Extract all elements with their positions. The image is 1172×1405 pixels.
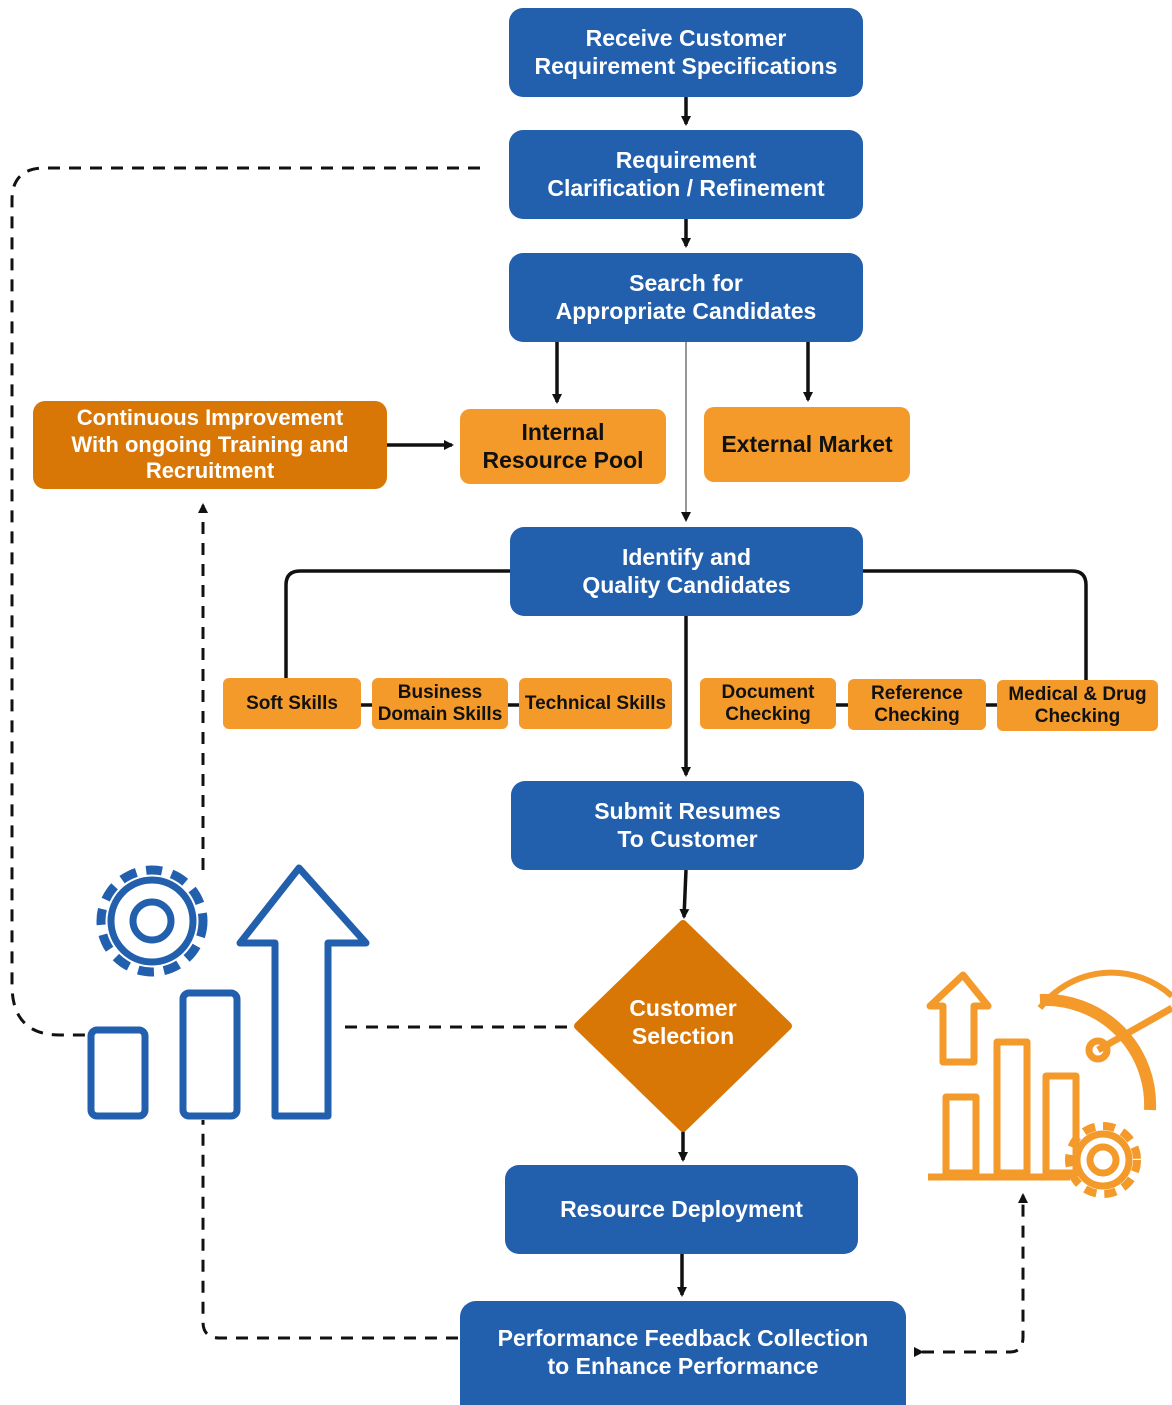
source-internal-resource-pool: Internal Resource Pool <box>460 409 666 484</box>
growth-bar-short <box>87 1026 149 1120</box>
analytics-up-arrow <box>926 971 992 1066</box>
growth-chart-gear-icon <box>87 864 370 1120</box>
analytics-bar-2 <box>993 1038 1031 1177</box>
criteria-medical-drug-checking: Medical & Drug Checking <box>997 680 1158 731</box>
step-submit-label: Submit Resumes To Customer <box>594 797 781 852</box>
criteria-document-checking: Document Checking <box>700 678 836 729</box>
step-performance-feedback: Performance Feedback Collection to Enhan… <box>460 1301 906 1405</box>
analytics-gear-body <box>1073 1130 1133 1190</box>
step-submit-resumes: Submit Resumes To Customer <box>511 781 864 870</box>
criteria-business-domain-label: Business Domain Skills <box>377 681 503 725</box>
criteria-reference-checking-label: Reference Checking <box>871 682 963 726</box>
gauge-arc <box>1039 993 1157 1111</box>
growth-bar-tall <box>179 989 241 1120</box>
criteria-medical-drug-label: Medical & Drug Checking <box>1008 683 1147 727</box>
criteria-document-checking-label: Document Checking <box>721 681 815 725</box>
gauge-pivot <box>1085 1037 1111 1063</box>
internal-pool-label: Internal Resource Pool <box>482 418 644 473</box>
feedback-loops <box>10 166 1028 1357</box>
continuous-improvement-box: Continuous Improvement With ongoing Trai… <box>33 401 387 489</box>
dashed-feedback-to-chart <box>201 1120 458 1340</box>
criteria-reference-checking: Reference Checking <box>848 679 986 730</box>
dashed-loop-clarify <box>10 166 480 1037</box>
criteria-soft-skills: Soft Skills <box>223 678 361 729</box>
step-identify-label: Identify and Quality Candidates <box>582 543 791 598</box>
gauge-arc-inner <box>1037 969 1172 1010</box>
criteria-technical-skills: Technical Skills <box>519 678 672 729</box>
external-market-label: External Market <box>721 430 893 457</box>
analytics-gear-hub <box>1086 1143 1120 1177</box>
analytics-gauge-gear-icon <box>926 969 1172 1198</box>
branch-right <box>862 569 1088 680</box>
continuous-improvement-label: Continuous Improvement With ongoing Trai… <box>71 405 349 484</box>
customer-selection-label: Customer Selection <box>629 995 737 1049</box>
analytics-bar-1 <box>942 1093 980 1177</box>
step-clarify-label: Requirement Clarification / Refinement <box>547 146 825 201</box>
branch-left <box>284 569 510 678</box>
step-search-candidates: Search for Appropriate Candidates <box>509 253 863 342</box>
connectors <box>284 97 1088 1297</box>
dashed-feedback-analytics <box>914 1193 1028 1357</box>
step-deployment-label: Resource Deployment <box>560 1195 803 1222</box>
gear-body <box>107 876 197 966</box>
arrow-submit-to-selection <box>679 869 690 919</box>
step-feedback-label: Performance Feedback Collection to Enhan… <box>497 1325 869 1379</box>
source-external-market: External Market <box>704 407 910 482</box>
step-requirement-clarification: Requirement Clarification / Refinement <box>509 130 863 219</box>
gear-hub <box>129 898 175 944</box>
gauge-needle <box>1096 1004 1172 1054</box>
analytics-bar-3 <box>1042 1072 1080 1177</box>
step-receive-requirements: Receive Customer Requirement Specificati… <box>509 8 863 97</box>
analytics-gear-teeth <box>1065 1122 1141 1198</box>
step-search-label: Search for Appropriate Candidates <box>555 269 817 324</box>
step-resource-deployment: Resource Deployment <box>505 1165 858 1254</box>
gear-teeth <box>96 865 208 977</box>
step-receive-label: Receive Customer Requirement Specificati… <box>534 24 838 79</box>
step-identify-candidates: Identify and Quality Candidates <box>510 527 863 616</box>
criteria-soft-skills-label: Soft Skills <box>246 692 338 714</box>
criteria-technical-skills-label: Technical Skills <box>524 692 667 714</box>
criteria-business-domain-skills: Business Domain Skills <box>372 678 508 729</box>
growth-up-arrow <box>236 864 370 1120</box>
customer-selection-diamond <box>574 920 792 1132</box>
